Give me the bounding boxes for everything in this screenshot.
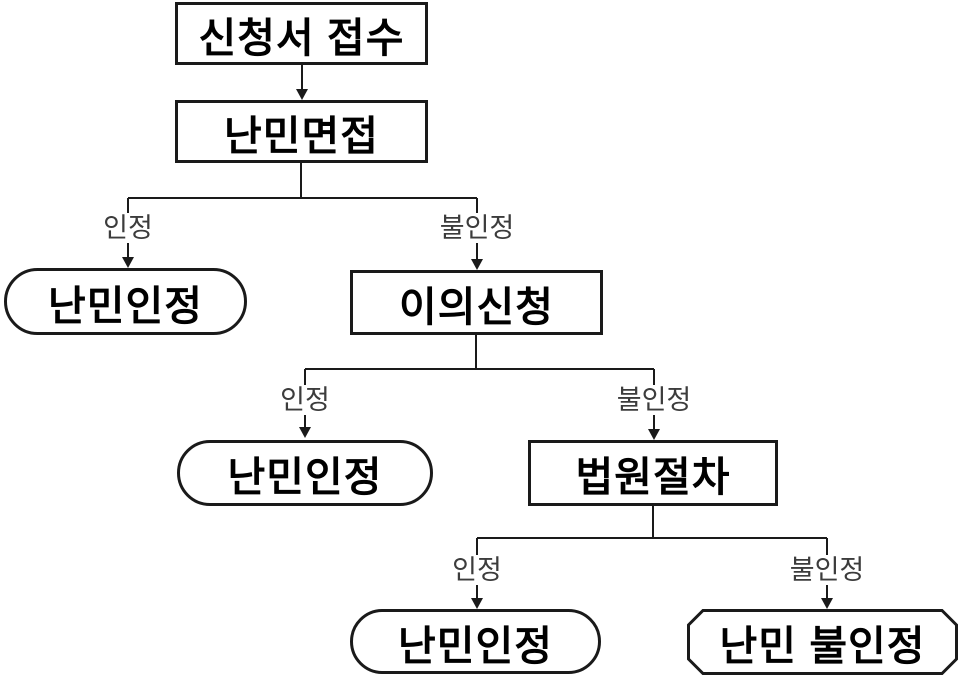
node-refugee-recognized-1-label: 난민인정 <box>48 282 203 329</box>
edge-label-court-recognized: 인정 <box>448 555 506 585</box>
node-court-procedure-label: 법원절차 <box>575 454 731 500</box>
edge-label-interview-recognized: 인정 <box>99 213 157 243</box>
node-refugee-recognized-3: 난민인정 <box>350 609 601 674</box>
arrowheads <box>122 89 833 609</box>
node-refugee-denied: 난민 불인정 <box>687 609 958 675</box>
node-receive-application-label: 신청서 접수 <box>198 14 405 61</box>
node-refugee-denied-label: 난민 불인정 <box>719 623 926 669</box>
node-refugee-recognized-1: 난민인정 <box>4 268 247 335</box>
octagon-shape <box>687 609 958 675</box>
node-refugee-interview: 난민면접 <box>175 100 428 163</box>
edge-label-appeal-denied: 불인정 <box>612 385 696 415</box>
node-appeal-label: 이의신청 <box>399 283 554 330</box>
node-court-procedure: 법원절차 <box>528 440 778 506</box>
node-refugee-recognized-2: 난민인정 <box>177 440 433 506</box>
node-refugee-recognized-3-label: 난민인정 <box>398 622 553 669</box>
edge-label-appeal-recognized: 인정 <box>276 385 334 415</box>
node-refugee-recognized-2-label: 난민인정 <box>227 454 383 500</box>
node-receive-application: 신청서 접수 <box>175 2 428 65</box>
edge-label-interview-denied: 불인정 <box>435 213 519 243</box>
edge-label-court-denied: 불인정 <box>785 555 869 585</box>
node-appeal: 이의신청 <box>350 270 603 335</box>
node-refugee-interview-label: 난민면접 <box>224 112 379 159</box>
